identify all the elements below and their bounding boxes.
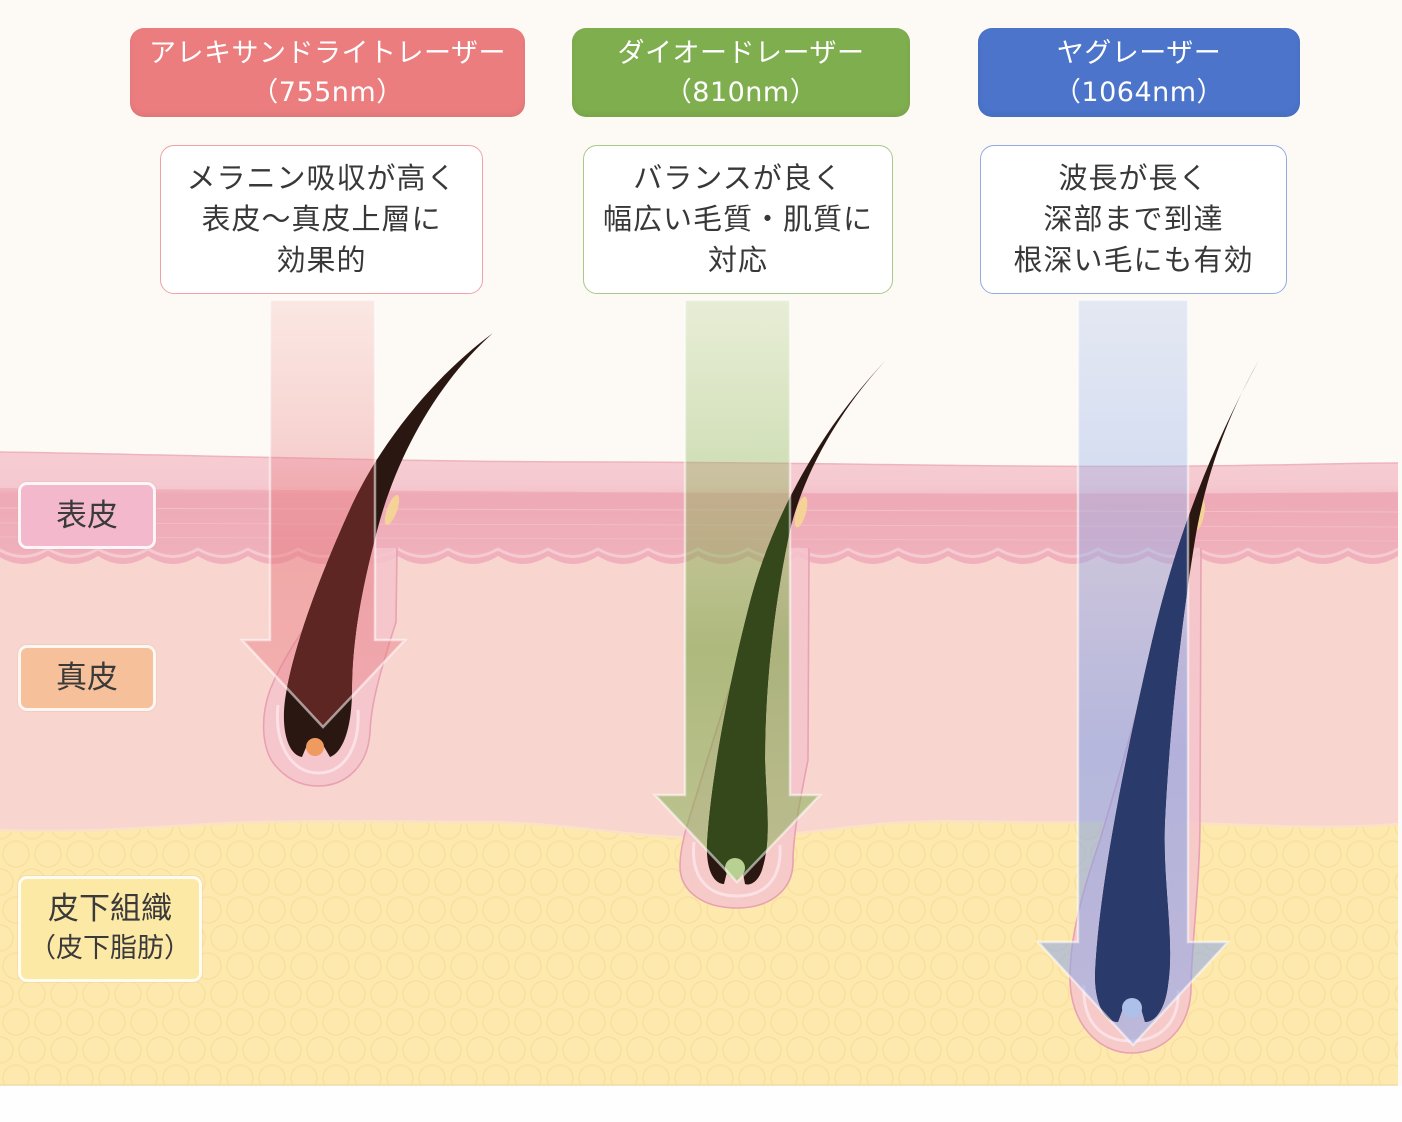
laser-description-diode: バランスが良く 幅広い毛質・肌質に 対応 xyxy=(583,145,893,294)
description-line: 表皮〜真皮上層に xyxy=(201,202,442,236)
laser-header-diode: ダイオードレーザー （810nm） xyxy=(572,28,910,117)
follicle-inner-root-sheath xyxy=(275,704,360,775)
description-line: メラニン吸収が高く xyxy=(186,161,457,195)
layer-label-subcutaneous: 皮下組織 （皮下脂肪） xyxy=(18,876,202,982)
laser-arrow-yag xyxy=(1038,300,1228,1045)
description-line: 効果的 xyxy=(276,243,367,277)
description-line: 波長が長く xyxy=(1058,161,1209,195)
laser-arrow-outline xyxy=(239,298,408,729)
hair-tinted-by-laser xyxy=(283,333,405,727)
sebaceous-gland xyxy=(384,494,400,526)
layer-label-text: 真皮 xyxy=(56,660,118,696)
laser-arrow-outline xyxy=(1035,298,1231,1047)
laser-description-alexandrite: メラニン吸収が高く 表皮〜真皮上層に 効果的 xyxy=(160,145,483,294)
laser-arrow-alexandrite xyxy=(242,300,405,727)
laser-name: ダイオードレーザー xyxy=(617,37,865,69)
laser-description-yag: 波長が長く 深部まで到達 根深い毛にも有効 xyxy=(980,145,1287,294)
sebaceous-gland xyxy=(794,496,808,528)
laser-wavelength: （755nm） xyxy=(251,76,404,108)
dermal-papilla xyxy=(1122,998,1142,1018)
laser-name: ヤグレーザー xyxy=(1056,37,1222,69)
description-line: 対応 xyxy=(707,243,768,277)
hair-tinted-by-laser xyxy=(706,360,820,882)
layer-label-text: 皮下組織 xyxy=(48,891,172,927)
page-bottom-margin xyxy=(0,1086,1402,1122)
laser-arrow-outline xyxy=(652,298,823,884)
hair-shaft-yag xyxy=(1095,360,1259,1022)
follicle-inner-root-sheath xyxy=(692,841,782,898)
description-line: 深部まで到達 xyxy=(1043,202,1224,236)
laser-header-yag: ヤグレーザー （1064nm） xyxy=(978,28,1300,117)
laser-name: アレキサンドライトレーザー xyxy=(149,37,506,69)
layer-label-text: 表皮 xyxy=(56,497,118,534)
layer-label-dermis: 真皮 xyxy=(18,645,156,711)
layer-label-subtext: （皮下脂肪） xyxy=(29,933,191,964)
description-line: バランスが良く xyxy=(633,161,843,195)
description-line: 幅広い毛質・肌質に xyxy=(602,202,873,236)
description-line: 根深い毛にも有効 xyxy=(1013,243,1254,277)
dermal-papilla xyxy=(306,738,324,756)
hair-shaft-alexandrite xyxy=(283,333,493,757)
laser-wavelength: （1064nm） xyxy=(1053,76,1225,108)
laser-wavelength: （810nm） xyxy=(664,76,818,108)
laser-header-alexandrite: アレキサンドライトレーザー （755nm） xyxy=(130,28,525,117)
laser-arrow-diode xyxy=(655,300,820,882)
hair-tinted-by-laser xyxy=(1095,360,1228,1022)
layer-label-epidermis: 表皮 xyxy=(18,482,156,549)
